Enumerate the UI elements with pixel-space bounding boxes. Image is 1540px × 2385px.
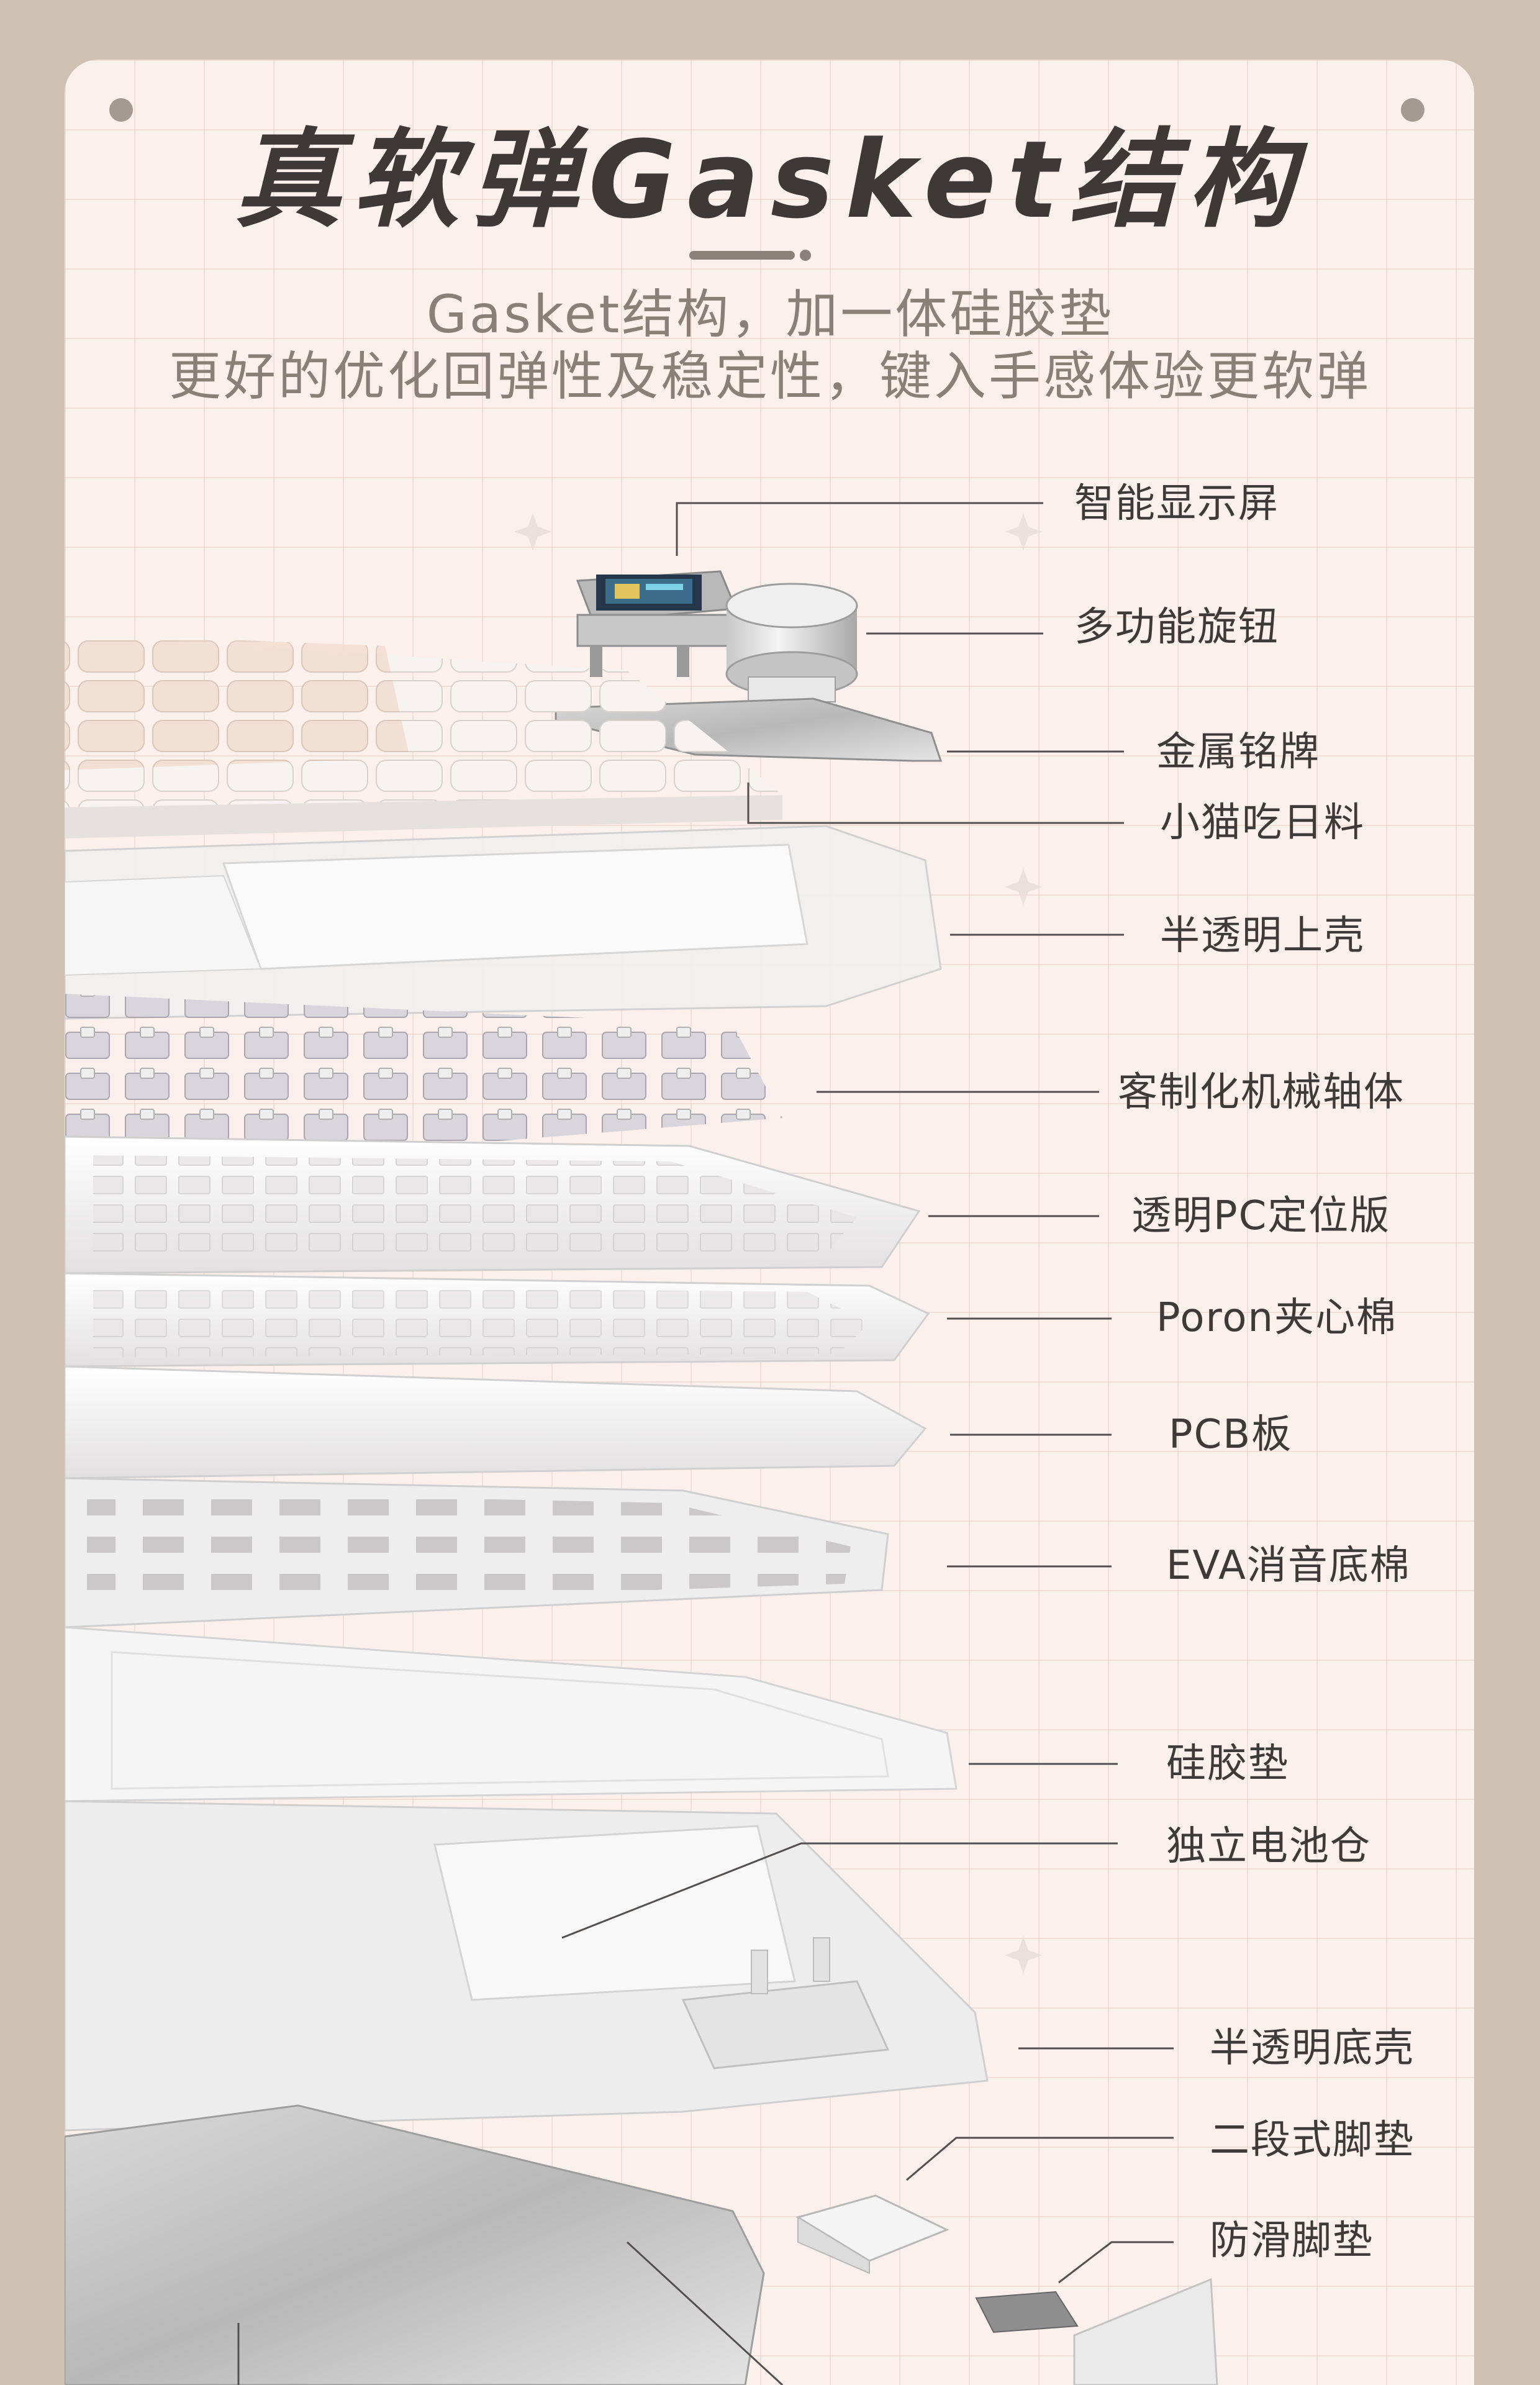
pcb-board (65, 1365, 927, 1479)
title-underline (689, 251, 795, 260)
switch-layer (65, 994, 782, 1155)
multifunction-knob (725, 583, 858, 702)
translucent-top-case (65, 825, 942, 1020)
subtitle-line-1: Gasket结构，加一体硅胶垫 (426, 284, 1114, 345)
label-multifunction-knob: 多功能旋钮 (1074, 604, 1279, 650)
corner-dot-left (109, 98, 133, 122)
page-title: 真软弹Gasket结构 (234, 117, 1306, 242)
corner-dot-right (1401, 98, 1424, 122)
label-two-stage-foot: 二段式脚垫 (1210, 2117, 1415, 2163)
label-pcb: PCB板 (1169, 1412, 1293, 1458)
corner-bracket (1073, 2278, 1218, 2385)
label-metal-nameplate: 金属铭牌 (1156, 729, 1320, 775)
smart-display-module (576, 570, 740, 677)
subtitle-line-2: 更好的优化回弹性及稳定性，键入手感体验更软弹 (168, 346, 1371, 407)
keycap-layer (65, 634, 782, 838)
label-poron-foam: Poron夹心棉 (1156, 1295, 1398, 1341)
label-silicone-pad: 硅胶垫 (1166, 1741, 1289, 1787)
label-top-case: 半透明上壳 (1160, 913, 1365, 959)
pc-positioning-plate (65, 1135, 921, 1274)
silicone-pad (65, 1626, 958, 1802)
label-switches: 客制化机械轴体 (1118, 1070, 1405, 1115)
label-eva-foam: EVA消音底棉 (1166, 1543, 1411, 1589)
label-smart-display: 智能显示屏 (1074, 481, 1279, 527)
title-underline-dot (800, 250, 811, 261)
leader-lines (237, 502, 1174, 2385)
label-bottom-case: 半透明底壳 (1210, 2025, 1415, 2071)
metal-bottom-plate (65, 2104, 765, 2385)
anti-slip-pad (975, 2291, 1079, 2333)
label-battery: 独立电池仓 (1166, 1824, 1371, 1869)
label-pc-plate: 透明PC定位版 (1131, 1193, 1391, 1239)
label-keycaps: 小猫吃日料 (1160, 800, 1365, 846)
label-anti-slip-pad: 防滑脚垫 (1210, 2218, 1374, 2264)
keyboard-exploded-illustration (65, 502, 1218, 2385)
two-stage-foot (795, 2194, 949, 2274)
bottom-case (65, 1800, 989, 2132)
eva-foam-layer (65, 1477, 889, 1629)
poron-foam-layer (65, 1272, 930, 1368)
